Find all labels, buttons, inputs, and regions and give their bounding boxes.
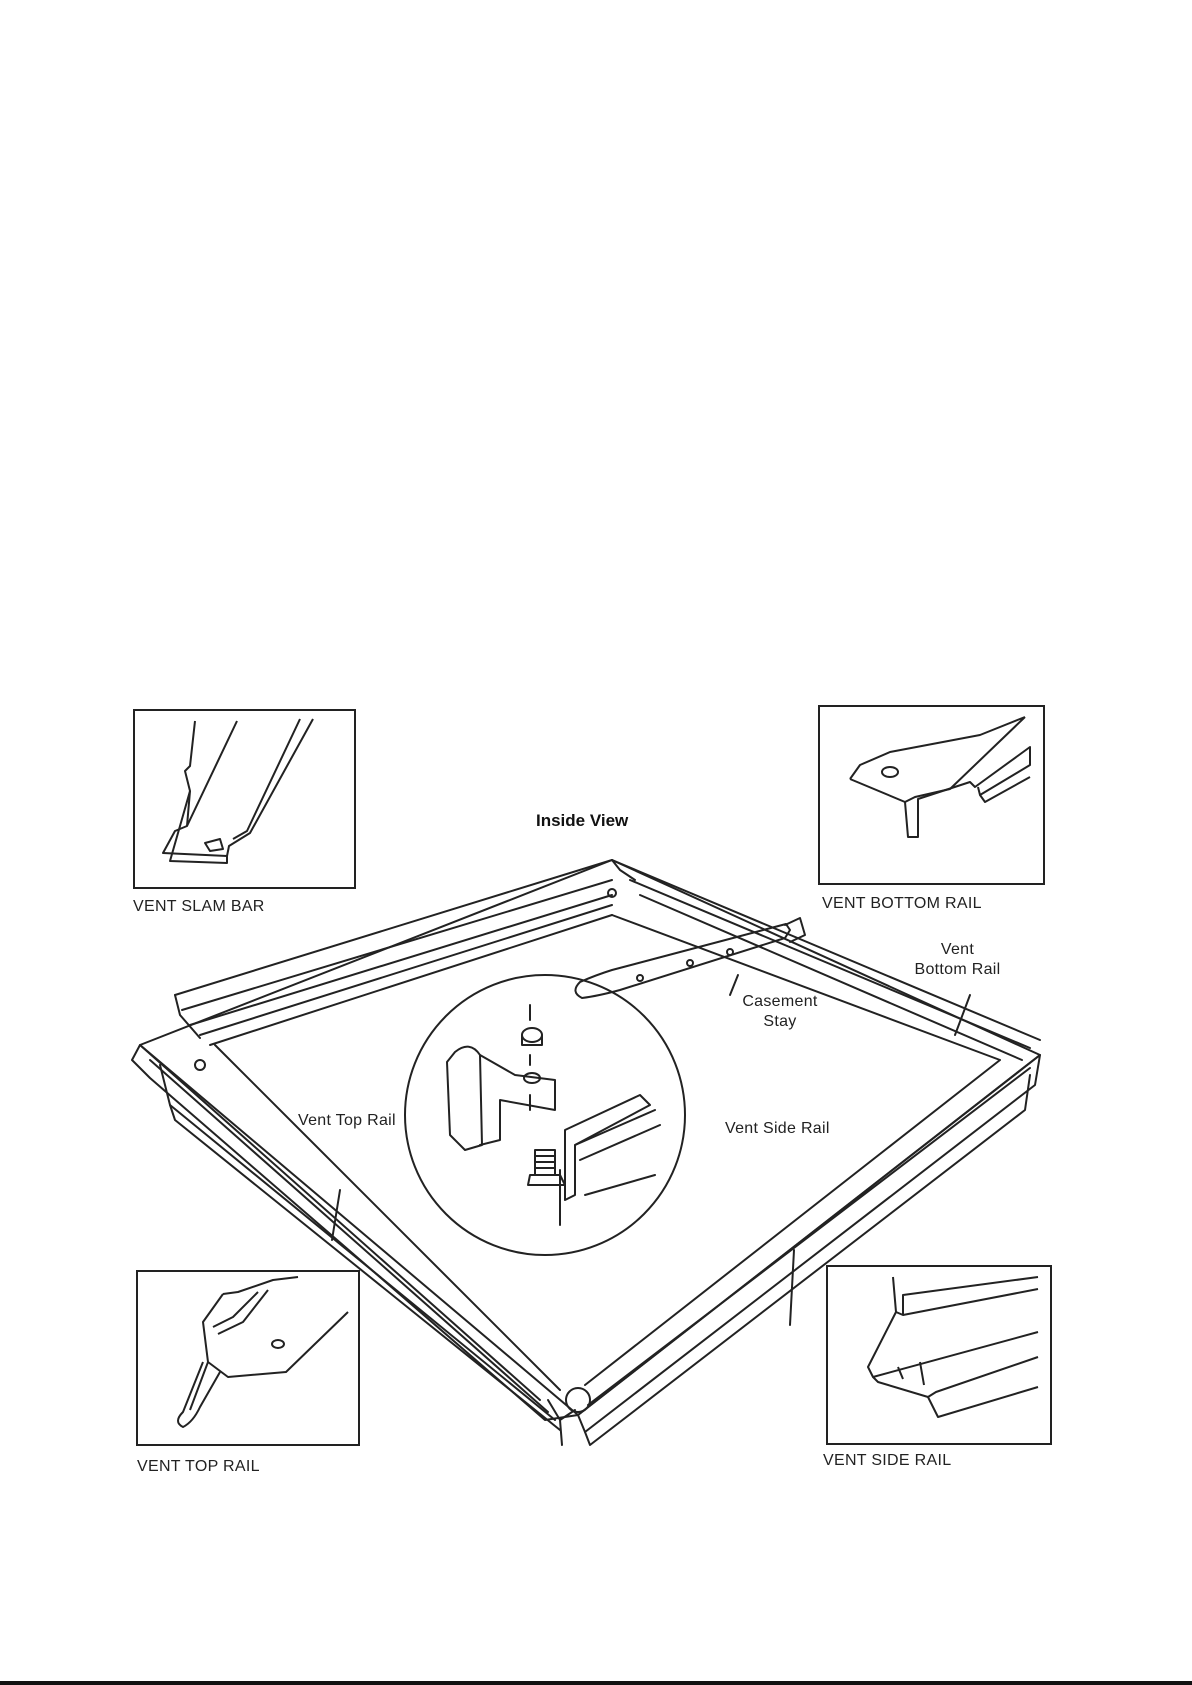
inset-vent-top-rail [136,1270,360,1446]
inset-vent-side-rail [826,1265,1052,1445]
inset-label-vent-bottom-rail: VENT BOTTOM RAIL [822,895,982,913]
callout-bottom-rail-line2: Bottom Rail [900,960,1015,980]
inset-label-vent-top-rail: VENT TOP RAIL [137,1458,260,1476]
diagram-title: Inside View [536,811,628,831]
slam-bar-drawing [135,711,354,887]
bottom-rail-drawing [820,707,1043,883]
callout-casement-line1: Casement [735,992,825,1012]
casement-stay-arm [575,924,790,998]
inset-vent-slam-bar [133,709,356,889]
callout-casement-line2: Stay [735,1012,825,1032]
callout-bottom-rail-line1: Vent [900,940,1015,960]
callout-vent-side-rail: Vent Side Rail [725,1120,830,1138]
inset-label-vent-slam-bar: VENT SLAM BAR [133,898,265,916]
scan-bottom-edge [0,1681,1192,1685]
callout-casement-stay: Casement Stay [735,992,825,1032]
top-rail-drawing [138,1272,358,1444]
callout-vent-bottom-rail: Vent Bottom Rail [900,940,1015,980]
side-rail-drawing [828,1267,1050,1443]
inset-vent-bottom-rail [818,705,1045,885]
callout-vent-top-rail: Vent Top Rail [298,1112,396,1130]
inset-label-vent-side-rail: VENT SIDE RAIL [823,1452,951,1470]
